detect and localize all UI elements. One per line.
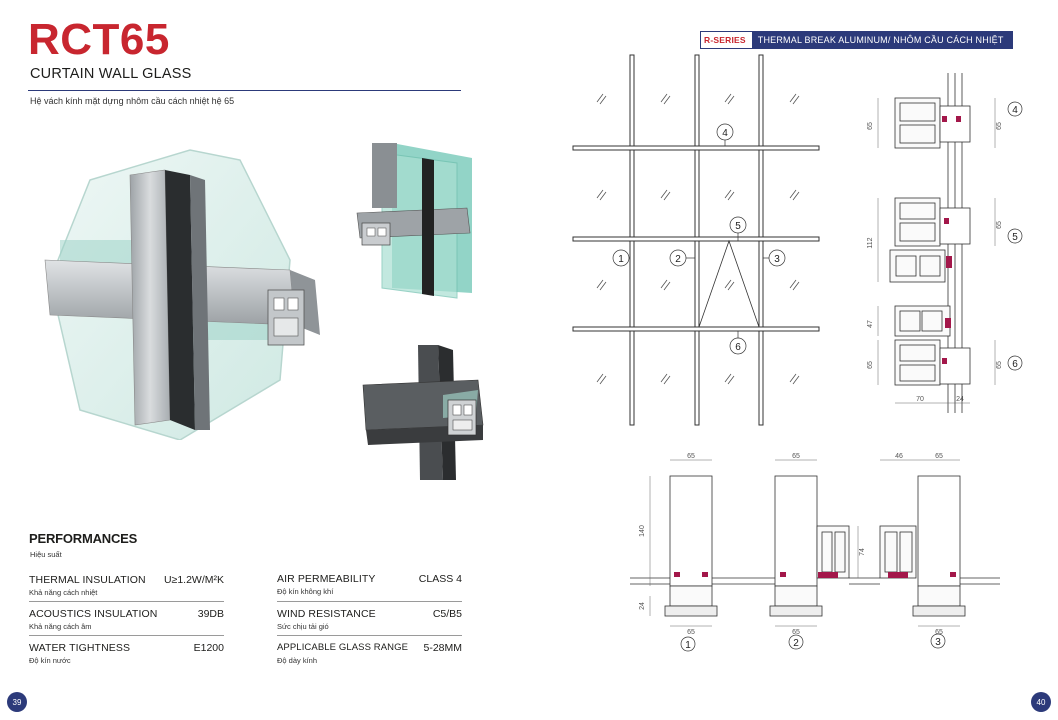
product-model-title: RCT65 xyxy=(28,15,170,64)
perf-value: C5/B5 xyxy=(432,608,462,620)
series-badge: R-SERIES xyxy=(701,32,752,48)
dim-label: 65 xyxy=(867,361,874,369)
dim-label: 65 xyxy=(687,629,695,636)
performances-subtitle: Hiệu suất xyxy=(30,550,62,559)
interior-joint-render xyxy=(362,345,484,480)
horizontal-sections-drawing: 65 140 24 65 65 74 65 46 65 65 1 2 3 xyxy=(630,453,1000,652)
hsection-callout-3: 3 xyxy=(935,637,941,648)
product-tagline: Hệ vách kính mặt dựng nhôm cầu cách nhiệ… xyxy=(30,96,235,106)
perf-label-vn: Sức chịu tải gió xyxy=(277,622,329,631)
perf-value: U≥1.2W/M²K xyxy=(163,574,224,586)
hsection-callout-1: 1 xyxy=(685,640,691,651)
dim-label: 46 xyxy=(895,453,903,460)
perf-label: ACOUSTICS INSULATION xyxy=(29,608,158,620)
dim-label: 112 xyxy=(867,237,874,248)
dim-label: 65 xyxy=(792,629,800,636)
perf-label: THERMAL INSULATION xyxy=(29,574,146,586)
vertical-sections-drawing: 65 65 112 65 47 65 65 70 24 4 5 6 xyxy=(867,73,1023,413)
perf-label-vn: Độ kín không khí xyxy=(277,587,334,596)
dim-label: 65 xyxy=(867,122,874,130)
dim-label: 65 xyxy=(935,453,943,460)
perf-value: 39DB xyxy=(197,608,224,620)
dim-label: 47 xyxy=(867,320,874,328)
perf-label: APPLICABLE GLASS RANGE xyxy=(277,642,409,653)
perf-divider xyxy=(277,601,462,602)
callout-3: 3 xyxy=(774,254,780,265)
product-name: CURTAIN WALL GLASS xyxy=(30,66,192,82)
perf-water-tightness: WATER TIGHTNESS Độ kín nước E1200 xyxy=(29,642,224,676)
perf-label: AIR PERMEABILITY xyxy=(277,573,376,585)
callout-1: 1 xyxy=(618,254,624,265)
perf-value: CLASS 4 xyxy=(418,573,462,585)
perf-divider xyxy=(29,635,224,636)
dim-label: 74 xyxy=(859,548,866,556)
corner-joint-render xyxy=(356,143,472,299)
dim-label: 65 xyxy=(996,361,1003,369)
curtain-wall-main-render xyxy=(44,149,320,440)
performances-title: PERFORMANCES xyxy=(29,531,138,546)
hsection-callout-2: 2 xyxy=(793,638,799,649)
section-callout-5: 5 xyxy=(1012,232,1018,243)
page-number-left: 39 xyxy=(7,692,27,712)
page-number-right: 40 xyxy=(1031,692,1051,712)
dim-label: 65 xyxy=(792,453,800,460)
perf-glass-range: APPLICABLE GLASS RANGE Độ dày kính 5-28M… xyxy=(277,642,462,676)
callout-5: 5 xyxy=(735,221,741,232)
series-header: R-SERIES THERMAL BREAK ALUMINUM/ NHÔM CẦ… xyxy=(700,31,1013,49)
perf-air-permeability: AIR PERMEABILITY Độ kín không khí CLASS … xyxy=(277,573,462,607)
section-callout-6: 6 xyxy=(1012,359,1018,370)
perf-label-vn: Độ kín nước xyxy=(29,656,71,665)
dim-label: 70 xyxy=(916,396,924,403)
callout-6: 6 xyxy=(735,342,741,353)
callout-4: 4 xyxy=(722,128,728,139)
perf-divider xyxy=(277,635,462,636)
dim-label: 65 xyxy=(935,629,943,636)
perf-thermal-insulation: THERMAL INSULATION Khả năng cách nhiệt U… xyxy=(29,574,224,608)
perf-label: WATER TIGHTNESS xyxy=(29,642,131,654)
dim-label: 65 xyxy=(687,453,695,460)
section-callout-4: 4 xyxy=(1012,105,1018,116)
perf-label-vn: Độ dày kính xyxy=(277,656,318,665)
perf-divider xyxy=(29,601,224,602)
elevation-drawing: 4 1 2 3 5 6 xyxy=(572,54,820,426)
series-description: THERMAL BREAK ALUMINUM/ NHÔM CẦU CÁCH NH… xyxy=(751,32,1012,48)
dim-label: 65 xyxy=(996,221,1003,229)
perf-acoustics-insulation: ACOUSTICS INSULATION Khả năng cách âm 39… xyxy=(29,608,224,642)
perf-label-vn: Khả năng cách nhiệt xyxy=(29,588,98,597)
perf-value: E1200 xyxy=(193,642,224,654)
dim-label: 24 xyxy=(956,396,964,403)
dim-label: 140 xyxy=(639,525,646,537)
perf-wind-resistance: WIND RESISTANCE Sức chịu tải gió C5/B5 xyxy=(277,608,462,642)
callout-2: 2 xyxy=(675,254,681,265)
perf-value: 5-28MM xyxy=(423,642,462,654)
title-divider xyxy=(28,90,461,91)
dim-label: 65 xyxy=(996,122,1003,130)
perf-label-vn: Khả năng cách âm xyxy=(29,622,92,631)
perf-label: WIND RESISTANCE xyxy=(277,608,376,620)
dim-label: 24 xyxy=(639,602,646,610)
